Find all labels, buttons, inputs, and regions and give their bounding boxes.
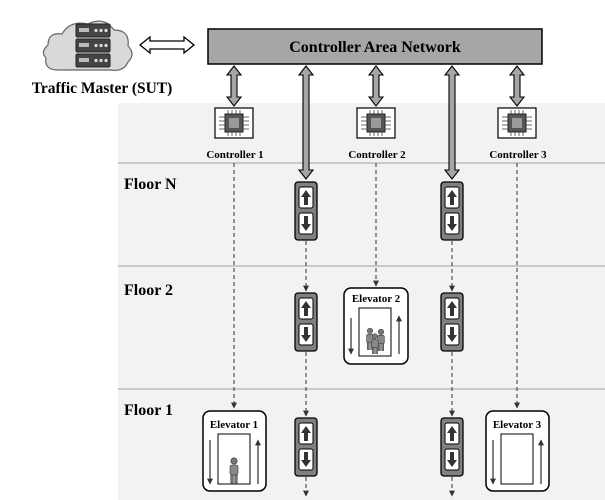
elevator-3: Elevator 3 (485, 410, 550, 492)
elevator-3-label: Elevator 3 (493, 419, 542, 431)
controller-link-arrow (367, 65, 385, 107)
floor-band-n (118, 163, 605, 266)
controller-1-label: Controller 1 (206, 149, 263, 161)
controller-3-chip-icon (497, 107, 537, 139)
server-link-arrow (138, 35, 196, 55)
floor-1-label: Floor 1 (124, 402, 173, 419)
panel-link-arrow (297, 65, 315, 180)
call-panel-floor-1-right[interactable] (440, 417, 464, 477)
elevator-1-label: Elevator 1 (210, 419, 258, 431)
call-panel-floor-n-left[interactable] (294, 181, 318, 241)
controller-2-chip-icon (356, 107, 396, 139)
can-bus-label: Controller Area Network (289, 39, 461, 56)
controller-link-arrow (508, 65, 526, 107)
floor-2-label: Floor 2 (124, 282, 173, 299)
traffic-master-label: Traffic Master (SUT) (32, 80, 173, 97)
elevator-2: Elevator 2 (343, 287, 409, 365)
controller-1-chip-icon (214, 107, 254, 139)
can-bus-bar (207, 28, 543, 65)
server-cloud-icon (42, 20, 133, 71)
floor-n-label: Floor N (124, 176, 177, 193)
elevator-1: Elevator 1 (202, 410, 267, 492)
controller-2-label: Controller 2 (348, 149, 406, 161)
controller-link-arrow (225, 65, 243, 107)
panel-link-arrow (443, 65, 461, 180)
call-panel-floor-2-right[interactable] (440, 292, 464, 352)
call-panel-floor-1-left[interactable] (294, 417, 318, 477)
call-panel-floor-2-left[interactable] (294, 292, 318, 352)
controller-3-label: Controller 3 (489, 149, 547, 161)
call-panel-floor-n-right[interactable] (440, 181, 464, 241)
elevator-2-label: Elevator 2 (352, 293, 401, 305)
